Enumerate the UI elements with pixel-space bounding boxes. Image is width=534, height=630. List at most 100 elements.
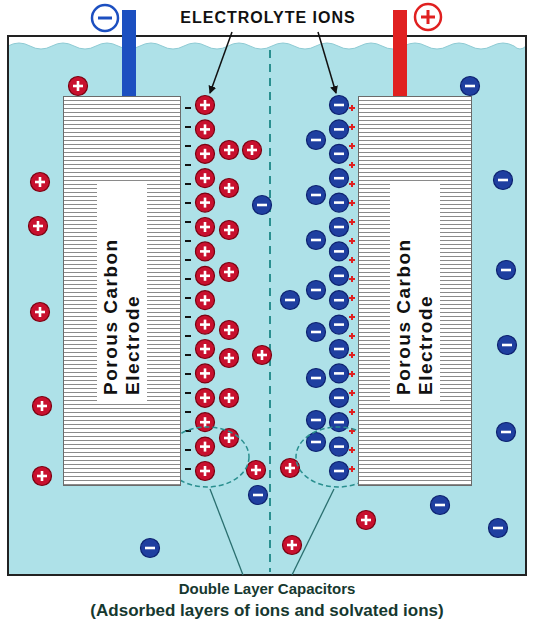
ion-ball (283, 536, 302, 555)
anion (489, 519, 508, 538)
ion-sign (77, 81, 80, 91)
anion (330, 364, 349, 383)
ion-ball (196, 193, 215, 212)
ion-ball (330, 388, 349, 407)
ion-ball (196, 120, 215, 139)
ion-sign (334, 421, 344, 424)
ion-ball (31, 303, 50, 322)
ion-ball (281, 291, 300, 310)
ion-sign (228, 145, 231, 155)
cation (357, 511, 376, 530)
cation (196, 364, 215, 383)
surface-charge (185, 297, 191, 299)
plus-symbol (427, 10, 430, 24)
ion-ball (330, 120, 349, 139)
ion-sign (228, 225, 231, 235)
surface-charge (185, 335, 191, 337)
cation (220, 389, 239, 408)
anion (497, 261, 516, 280)
anion (307, 186, 326, 205)
surface-charge (351, 200, 353, 206)
ion-sign (501, 269, 511, 272)
ion-ball (196, 96, 215, 115)
anion (307, 411, 326, 430)
ion-ball (141, 539, 160, 558)
ion-ball (307, 281, 326, 300)
ion-ball (489, 519, 508, 538)
cation (196, 340, 215, 359)
ion-sign (204, 320, 207, 330)
cation (196, 218, 215, 237)
ion-ball (330, 437, 349, 456)
cation (29, 217, 48, 236)
carbon-electrode: Porous Carbon Electrode (358, 96, 472, 486)
ion-ball (497, 423, 516, 442)
surface-charge (185, 145, 191, 147)
anion (307, 323, 326, 342)
leader-line (210, 489, 243, 575)
negative-terminal (122, 10, 136, 98)
ion-ball (330, 169, 349, 188)
anion (330, 291, 349, 310)
cation (31, 303, 50, 322)
ion-ball (494, 171, 513, 190)
surface-charge (185, 373, 191, 375)
ion-ball (330, 96, 349, 115)
ion-ball (431, 496, 450, 515)
surface-charge (185, 164, 191, 166)
ion-ball (33, 397, 52, 416)
ion-ball (196, 144, 215, 163)
ion-sign (204, 466, 207, 476)
ion-sign (365, 515, 368, 525)
ion-sign (311, 139, 321, 142)
ion-ball (330, 144, 349, 163)
ion-ball (220, 179, 239, 198)
surface-charge (351, 143, 353, 149)
ion-sign (493, 527, 503, 530)
anion (497, 423, 516, 442)
ion-sign (311, 194, 321, 197)
ion-sign (204, 173, 207, 183)
pointer-arrow (318, 32, 336, 93)
ion-sign (289, 463, 292, 473)
anion (253, 196, 272, 215)
ion-ball (243, 141, 262, 160)
ion-ball (196, 266, 215, 285)
anion (461, 77, 480, 96)
ion-sign (228, 393, 231, 403)
ion-sign (334, 372, 344, 375)
cation (220, 349, 239, 368)
ion-sign (334, 128, 344, 131)
ion-sign (228, 433, 231, 443)
ion-ball (196, 364, 215, 383)
ion-sign (261, 350, 264, 360)
ion-sign (204, 198, 207, 208)
ion-ball (196, 413, 215, 432)
anion (330, 96, 349, 115)
ion-sign (334, 226, 344, 229)
anion (330, 388, 349, 407)
cation (196, 437, 215, 456)
ion-ball (281, 459, 300, 478)
surface-charge (185, 468, 191, 470)
surface-charge (185, 126, 191, 128)
ion-sign (311, 239, 321, 242)
anion (330, 218, 349, 237)
ion-sign (334, 250, 344, 253)
ion-sign (41, 401, 44, 411)
ion-ball (196, 169, 215, 188)
surface-charge (351, 257, 353, 263)
ion-ball (196, 437, 215, 456)
surface-charge (351, 276, 353, 282)
surface-charge (185, 202, 191, 204)
ion-sign (257, 204, 267, 207)
ion-sign (334, 274, 344, 277)
ion-sign (311, 419, 321, 422)
ion-sign (334, 153, 344, 156)
ion-sign (204, 295, 207, 305)
cation (196, 315, 215, 334)
ion-ball (307, 323, 326, 342)
anion (494, 171, 513, 190)
ion-sign (291, 540, 294, 550)
ion-sign (228, 183, 231, 193)
